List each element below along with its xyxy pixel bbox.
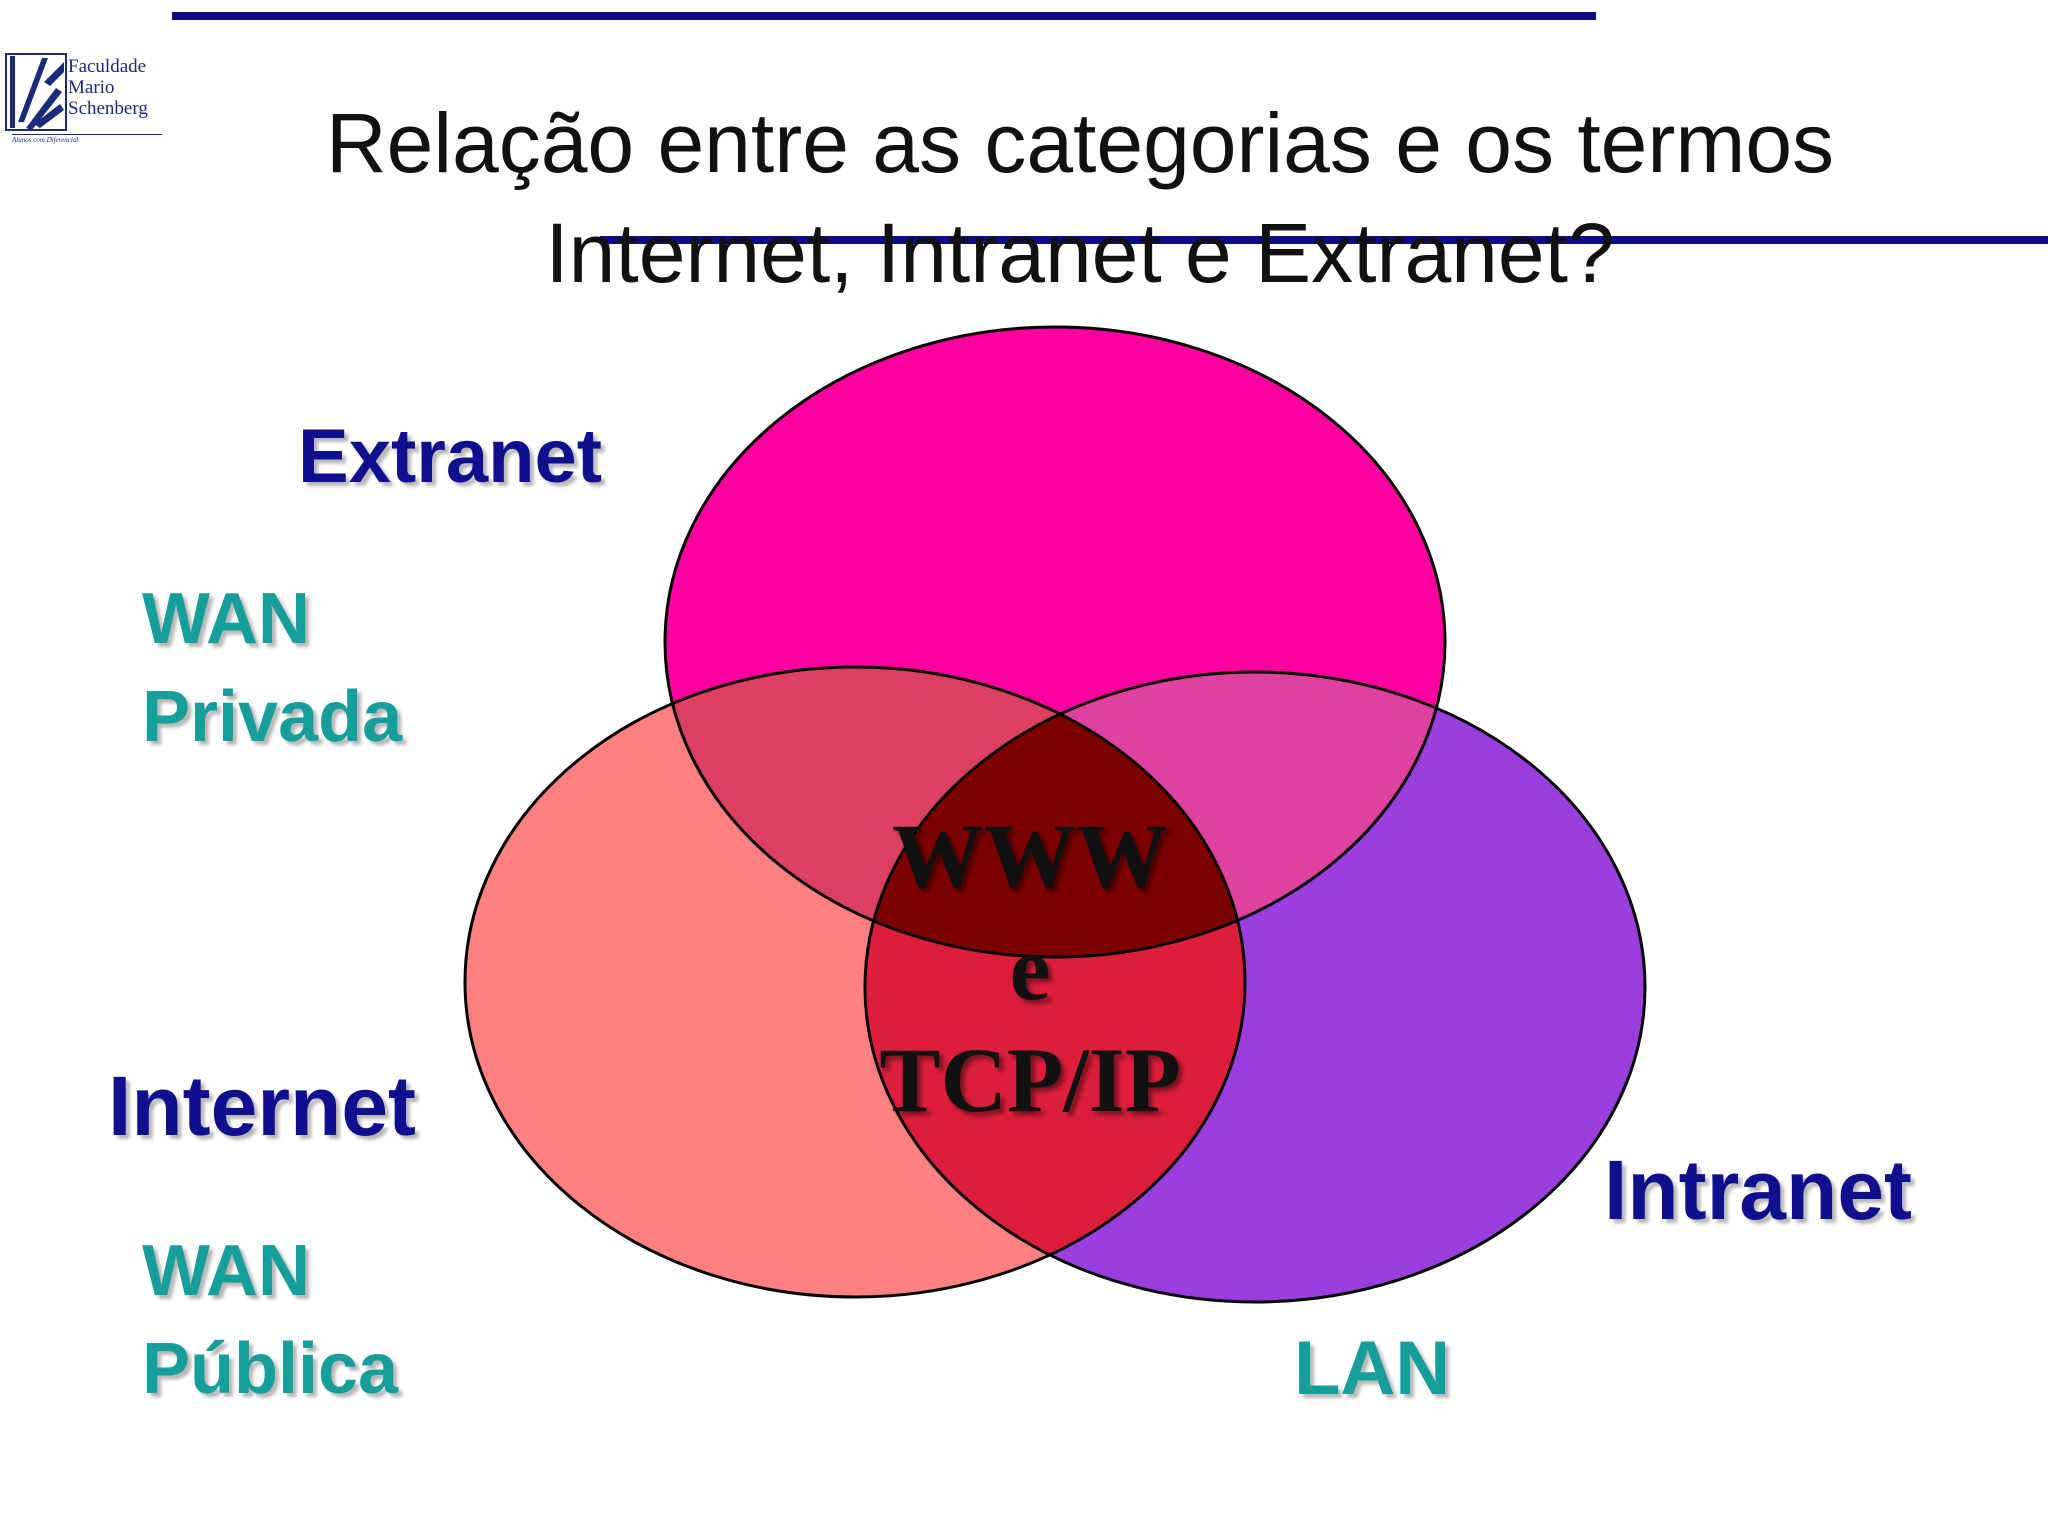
center-line-e: e bbox=[1009, 917, 1051, 1019]
top-rule bbox=[172, 12, 1596, 20]
title-line-1: Relação entre as categorias e os termos bbox=[325, 96, 1835, 190]
center-line-tcpip: TCP/IP bbox=[879, 1029, 1181, 1131]
extranet-outline bbox=[663, 325, 1447, 959]
logo-name: Faculdade Mario Schenberg bbox=[68, 56, 148, 119]
label-wan-privada: WAN Privada bbox=[142, 579, 403, 757]
label-extranet: Extranet bbox=[298, 414, 603, 499]
title-underline-rule bbox=[600, 236, 2048, 244]
logo-tagline: Alunos com Diferencial bbox=[12, 134, 162, 144]
center-label: WWW e TCP/IP bbox=[840, 800, 1220, 1136]
institution-logo: Faculdade Mario Schenberg Alunos com Dif… bbox=[4, 52, 164, 148]
label-wan-publica: WAN Pública bbox=[142, 1231, 399, 1409]
label-lan: LAN bbox=[1294, 1326, 1451, 1411]
slide-title: Relação entre as categorias e os termos … bbox=[180, 88, 1980, 308]
logo-emblem-icon bbox=[5, 53, 67, 131]
label-internet: Internet bbox=[108, 1059, 417, 1153]
label-intranet: Intranet bbox=[1604, 1143, 1913, 1237]
center-line-www: WWW bbox=[892, 805, 1168, 907]
title-line-2: Internet, Intranet e Extranet? bbox=[545, 206, 1615, 300]
internet-outline bbox=[463, 665, 1247, 1299]
intranet-outline bbox=[863, 670, 1647, 1304]
